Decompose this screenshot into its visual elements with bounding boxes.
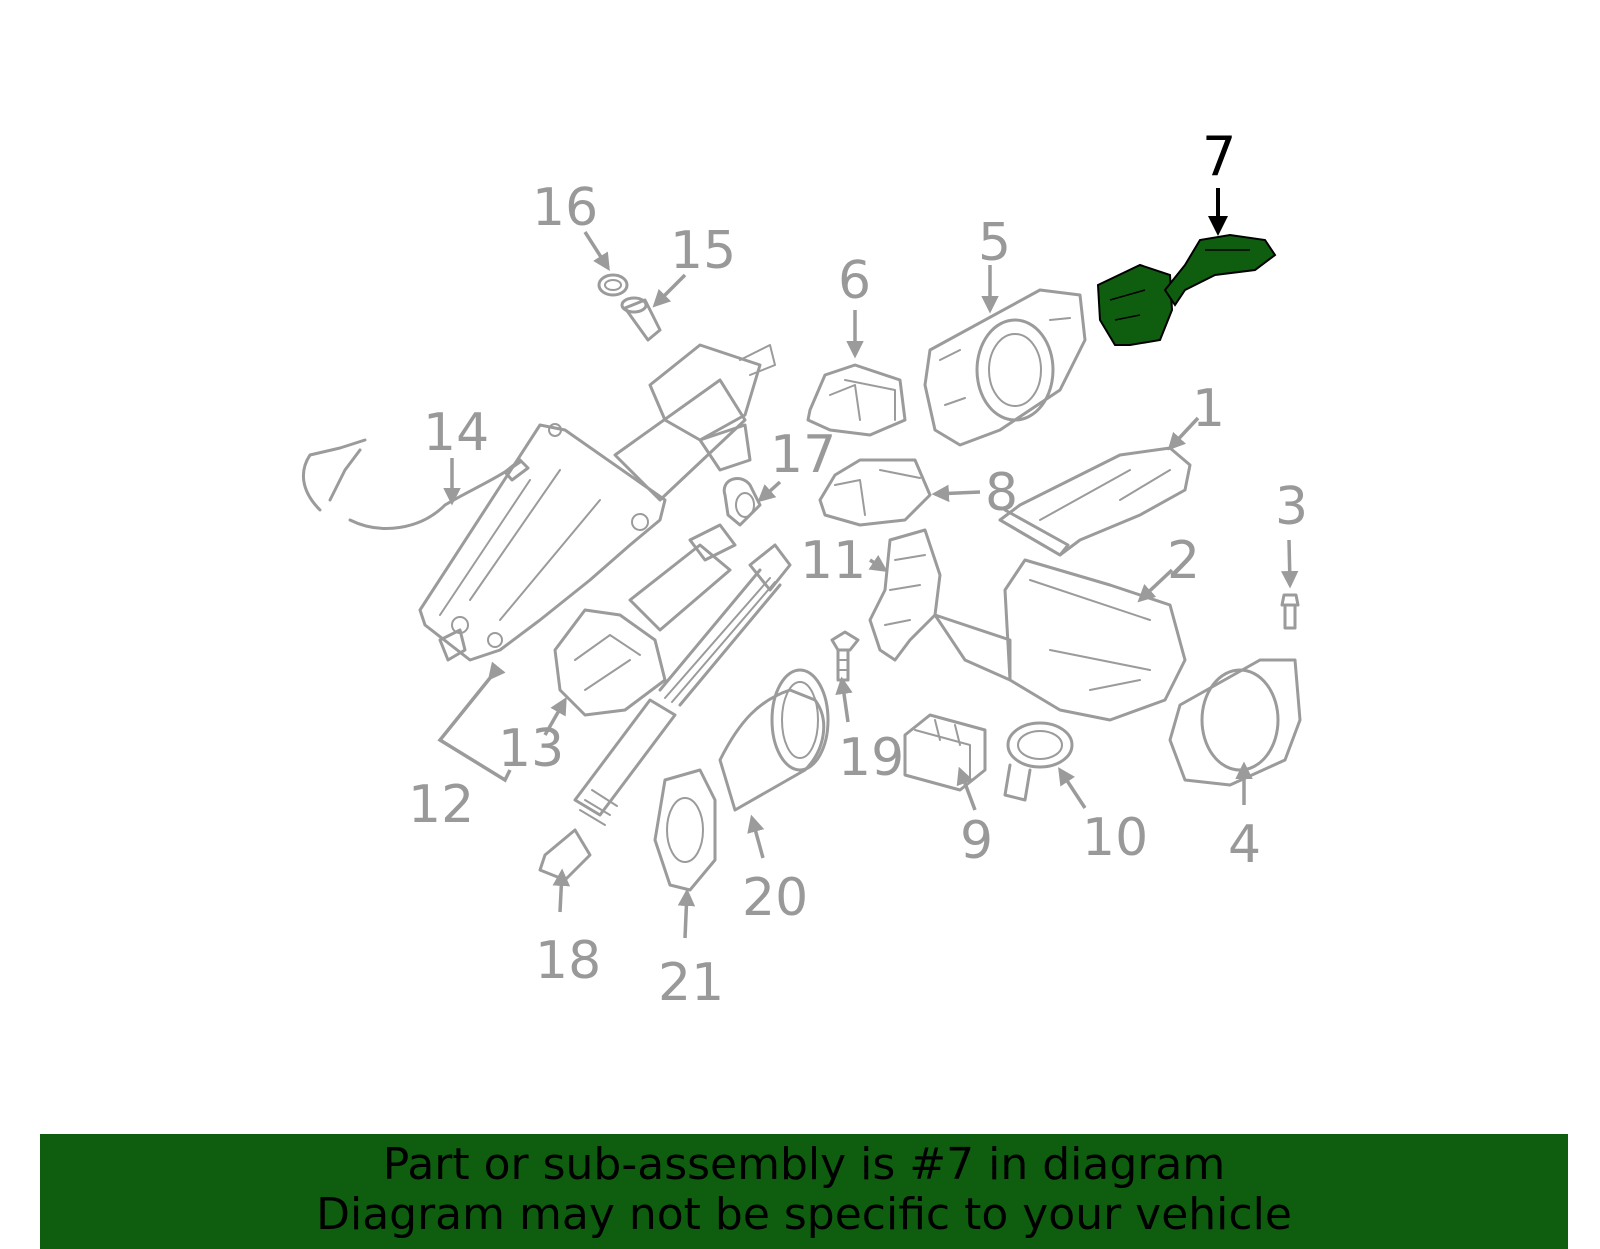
housing-part-5 bbox=[923, 288, 1087, 447]
callout-3: 3 bbox=[1275, 477, 1308, 537]
callout-12: 12 bbox=[408, 775, 474, 835]
ring-part-10 bbox=[1003, 721, 1074, 802]
callout-6: 6 bbox=[838, 251, 871, 311]
callout-16: 16 bbox=[532, 178, 598, 238]
callout-2: 2 bbox=[1167, 531, 1200, 591]
banner-line-part-number: Part or sub-assembly is #7 in diagram bbox=[382, 1139, 1226, 1190]
cable-part bbox=[301, 438, 530, 530]
intermediate-shaft-part bbox=[538, 543, 792, 882]
bushing-part bbox=[597, 273, 629, 297]
trim-strip-part-1 bbox=[998, 446, 1192, 557]
banner-line-disclaimer: Diagram may not be specific to your vehi… bbox=[316, 1189, 1292, 1240]
cover-part-4 bbox=[1168, 658, 1302, 787]
bolt-part-15 bbox=[620, 296, 662, 342]
info-banner: Part or sub-assembly is #7 in diagram Di… bbox=[40, 1134, 1568, 1249]
callout-18: 18 bbox=[535, 931, 601, 991]
leader-lines bbox=[437, 188, 1299, 939]
callout-5: 5 bbox=[978, 213, 1011, 273]
connector-part-9 bbox=[903, 713, 987, 792]
callout-13: 13 bbox=[498, 719, 564, 779]
callout-1: 1 bbox=[1192, 379, 1225, 439]
callout-9: 9 bbox=[960, 811, 993, 871]
module-part-11 bbox=[868, 528, 942, 662]
callout-4: 4 bbox=[1228, 815, 1261, 875]
callout-15: 15 bbox=[670, 221, 736, 281]
bearing-part-17 bbox=[722, 477, 762, 527]
shroud-part-2 bbox=[933, 558, 1187, 722]
callout-21: 21 bbox=[658, 953, 724, 1013]
steering-column-part bbox=[418, 343, 776, 662]
combination-switch-part-7-highlighted bbox=[1096, 233, 1277, 346]
boot-part-20 bbox=[718, 668, 830, 812]
callout-20: 20 bbox=[742, 868, 808, 928]
callout-10: 10 bbox=[1082, 808, 1148, 868]
motor-assembly-part bbox=[553, 523, 737, 717]
callout-17: 17 bbox=[770, 425, 836, 485]
callout-19: 19 bbox=[838, 728, 904, 788]
switch-part-6 bbox=[806, 363, 907, 437]
switch-part-8 bbox=[818, 458, 932, 527]
callout-8: 8 bbox=[985, 463, 1018, 523]
plate-part-21 bbox=[653, 768, 717, 892]
screw-part-3 bbox=[1280, 593, 1300, 630]
callout-14: 14 bbox=[423, 403, 489, 463]
callout-7-highlighted: 7 bbox=[1202, 125, 1236, 188]
callout-11: 11 bbox=[800, 531, 866, 591]
bolt-part-19 bbox=[830, 630, 860, 682]
